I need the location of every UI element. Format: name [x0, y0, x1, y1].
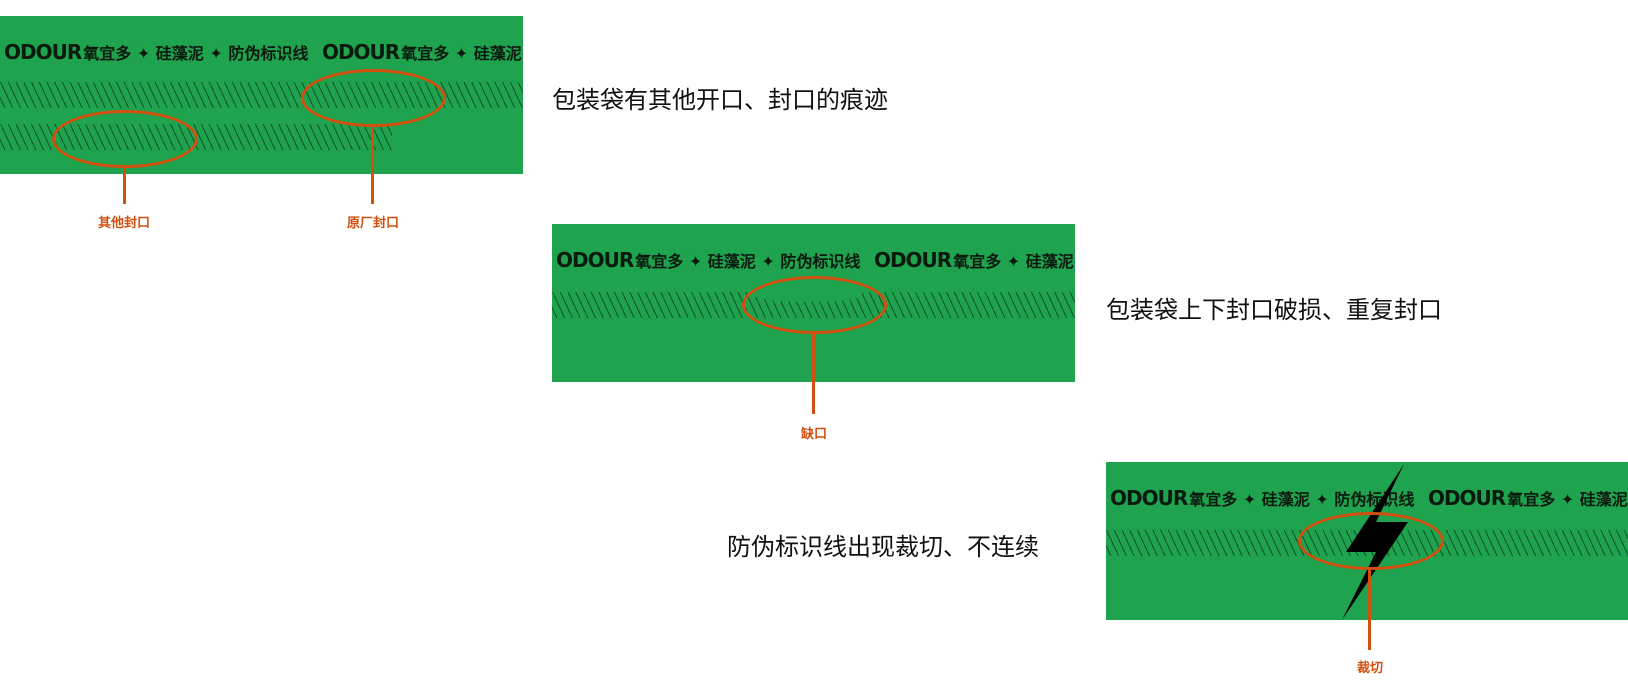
leader-line [1368, 570, 1371, 650]
leader-line [123, 166, 126, 204]
highlight-ellipse [1298, 512, 1444, 570]
odour-logo: ODOUR [556, 248, 634, 272]
caption-1: 包装袋有其他开口、封口的痕迹 [552, 86, 888, 114]
leader-line [371, 125, 374, 204]
odour-logo: ODOUR [1427, 486, 1506, 510]
callout-notch: 缺口 [800, 427, 828, 442]
brand-text: 氧宜多 ✦ 硅藻泥 ✦ 防伪标识线 [1189, 490, 1415, 509]
callout-original-seal: 原厂封口 [346, 216, 400, 231]
highlight-ellipse [52, 110, 198, 168]
brand-text: 氧宜多 ✦ 硅藻泥 ✦ 防伪标识线 [83, 44, 309, 63]
callout-other-seal: 其他封口 [97, 216, 151, 231]
highlight-ellipse [742, 276, 887, 334]
brand-text: 氧宜多 ✦ 硅藻泥 [1507, 490, 1628, 509]
caption-3: 防伪标识线出现裁切、不连续 [727, 533, 1039, 561]
odour-logo: ODOUR [4, 40, 82, 64]
callout-cut: 裁切 [1356, 661, 1384, 676]
caption-2: 包装袋上下封口破损、重复封口 [1106, 296, 1442, 324]
odour-logo: ODOUR [1110, 486, 1188, 510]
leader-line [812, 334, 815, 414]
brand-text: 氧宜多 ✦ 硅藻泥 [953, 252, 1074, 271]
brand-text: 氧宜多 ✦ 硅藻泥 [401, 44, 522, 63]
highlight-ellipse [301, 69, 446, 127]
odour-logo: ODOUR [873, 248, 952, 272]
brand-text: 氧宜多 ✦ 硅藻泥 ✦ 防伪标识线 [635, 252, 861, 271]
odour-logo: ODOUR [321, 40, 400, 64]
